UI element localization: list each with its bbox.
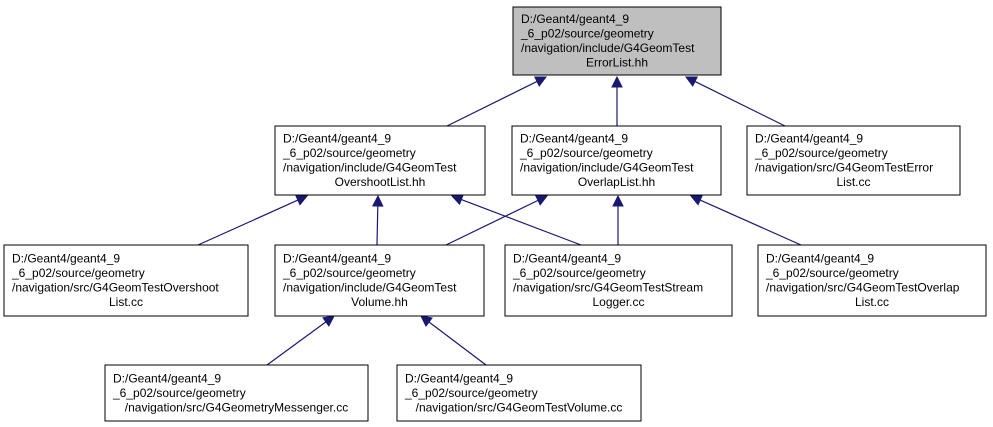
- node-label-line: _6_p02/source/geometry: [512, 266, 646, 280]
- node-geometry-messenger-cc[interactable]: D:/Geant4/geant4_9_6_p02/source/geometry…: [104, 364, 369, 422]
- node-label-line: _6_p02/source/geometry: [112, 386, 246, 400]
- node-box: [746, 125, 961, 196]
- edge-overlap_list_hh-to-error_list_hh: [611, 75, 623, 126]
- node-volume-cc[interactable]: D:/Geant4/geant4_9_6_p02/source/geometry…: [396, 364, 642, 422]
- edge-line: [428, 321, 487, 366]
- edge-arrowhead: [534, 76, 548, 87]
- node-label-line: _6_p02/source/geometry: [765, 266, 899, 280]
- edge-arrowhead: [420, 315, 433, 327]
- node-label-line: OvershootList.hh: [335, 175, 426, 189]
- node-box: [274, 244, 485, 317]
- node-label-line: D:/Geant4/geant4_9: [12, 252, 120, 266]
- node-label-line: /navigation/include/G4GeomTest: [521, 41, 695, 55]
- edge-line: [445, 199, 539, 246]
- node-label-line: /navigation/src/G4GeomTestError: [755, 161, 933, 175]
- node-label-line: D:/Geant4/geant4_9: [755, 132, 863, 146]
- node-label-line: Logger.cc: [592, 295, 644, 309]
- node-overshoot-list-hh[interactable]: D:/Geant4/geant4_9_6_p02/source/geometry…: [274, 125, 486, 196]
- node-label-line: _6_p02/source/geometry: [282, 146, 416, 160]
- edge-overlap_list_cc-to-overlap_list_hh: [689, 194, 802, 246]
- node-label-line: D:/Geant4/geant4_9: [113, 371, 221, 385]
- node-label-line: _6_p02/source/geometry: [404, 386, 538, 400]
- node-label-line: D:/Geant4/geant4_9: [766, 252, 874, 266]
- edge-arrowhead: [611, 75, 623, 88]
- node-overlap-list-hh[interactable]: D:/Geant4/geant4_9_6_p02/source/geometry…: [511, 125, 722, 196]
- node-stream-logger-cc[interactable]: D:/Geant4/geant4_9_6_p02/source/geometry…: [504, 244, 733, 317]
- edge-arrowhead: [689, 194, 703, 206]
- edge-stream_logger_cc-to-overshoot_list_hh: [450, 194, 582, 246]
- edges-layer: [197, 75, 802, 366]
- edge-error_list_cc-to-error_list_hh: [684, 76, 786, 127]
- node-label-line: ErrorList.hh: [586, 56, 648, 70]
- node-label-line: D:/Geant4/geant4_9: [521, 12, 629, 26]
- node-box: [511, 125, 722, 196]
- edge-line: [266, 321, 327, 366]
- edge-arrowhead: [371, 194, 384, 207]
- node-label-line: /navigation/src/G4GeomTestOvershoot: [12, 281, 219, 295]
- edge-arrowhead: [322, 315, 335, 327]
- edge-arrowhead: [684, 76, 698, 87]
- node-overlap-list-cc[interactable]: D:/Geant4/geant4_9_6_p02/source/geometry…: [757, 244, 987, 317]
- edge-line: [461, 198, 582, 246]
- edge-arrowhead: [612, 194, 624, 207]
- node-label-line: _6_p02/source/geometry: [11, 266, 145, 280]
- edge-volume_hh-to-overlap_list_hh: [445, 195, 549, 246]
- node-error-list-cc[interactable]: D:/Geant4/geant4_9_6_p02/source/geometry…: [746, 125, 961, 196]
- node-label-line: D:/Geant4/geant4_9: [405, 371, 513, 385]
- node-label-line: /navigation/include/G4GeomTest: [520, 161, 694, 175]
- node-label-line: /navigation/src/G4GeomTestOverlap: [766, 281, 960, 295]
- node-error-list-hh: D:/Geant4/geant4_9_6_p02/source/geometry…: [512, 6, 722, 76]
- node-box: [274, 125, 486, 196]
- edge-overshoot_list_hh-to-error_list_hh: [446, 76, 548, 127]
- node-label-line: List.cc: [855, 295, 889, 309]
- edge-line: [699, 199, 802, 246]
- node-box: [512, 6, 722, 76]
- node-overshoot-list-cc[interactable]: D:/Geant4/geant4_9_6_p02/source/geometry…: [3, 244, 249, 317]
- node-label-line: /navigation/include/G4GeomTest: [283, 161, 457, 175]
- nodes-layer: D:/Geant4/geant4_9_6_p02/source/geometry…: [3, 6, 987, 422]
- edge-line: [376, 205, 379, 246]
- node-label-line: Volume.hh: [351, 295, 408, 309]
- node-label-line: /navigation/include/G4GeomTest: [283, 281, 457, 295]
- node-box: [757, 244, 987, 317]
- node-box: [504, 244, 733, 317]
- node-box: [3, 244, 249, 317]
- node-label-line: D:/Geant4/geant4_9: [283, 252, 391, 266]
- node-label-line: _6_p02/source/geometry: [754, 146, 888, 160]
- node-volume-hh[interactable]: D:/Geant4/geant4_9_6_p02/source/geometry…: [274, 244, 485, 317]
- edge-arrowhead: [450, 194, 464, 206]
- edge-line: [694, 80, 786, 127]
- node-box: [104, 364, 369, 422]
- edge-overshoot_list_cc-to-overshoot_list_hh: [197, 195, 309, 246]
- edge-arrowhead: [295, 195, 309, 206]
- edge-stream_logger_cc-to-overlap_list_hh: [612, 194, 624, 245]
- edge-line: [197, 199, 299, 246]
- node-label-line: D:/Geant4/geant4_9: [283, 132, 391, 146]
- node-label-line: /navigation/src/G4GeomTestVolume.cc: [416, 400, 623, 414]
- edge-volume_hh-to-overshoot_list_hh: [371, 194, 384, 246]
- edge-geometry_messenger_cc-to-volume_hh: [266, 315, 335, 366]
- node-label-line: _6_p02/source/geometry: [282, 266, 416, 280]
- node-label-line: _6_p02/source/geometry: [519, 146, 653, 160]
- node-label-line: List.cc: [109, 295, 143, 309]
- node-label-line: List.cc: [836, 175, 870, 189]
- node-label-line: D:/Geant4/geant4_9: [520, 132, 628, 146]
- edge-line: [446, 80, 538, 127]
- node-label-line: /navigation/src/G4GeomTestStream: [513, 281, 703, 295]
- node-box: [396, 364, 642, 422]
- node-label-line: D:/Geant4/geant4_9: [513, 252, 621, 266]
- node-label-line: /navigation/src/G4GeometryMessenger.cc: [125, 400, 348, 414]
- edge-arrowhead: [535, 195, 549, 206]
- edge-volume_cc-to-volume_hh: [420, 315, 487, 366]
- node-label-line: _6_p02/source/geometry: [520, 27, 654, 41]
- node-label-line: OverlapList.hh: [578, 175, 655, 189]
